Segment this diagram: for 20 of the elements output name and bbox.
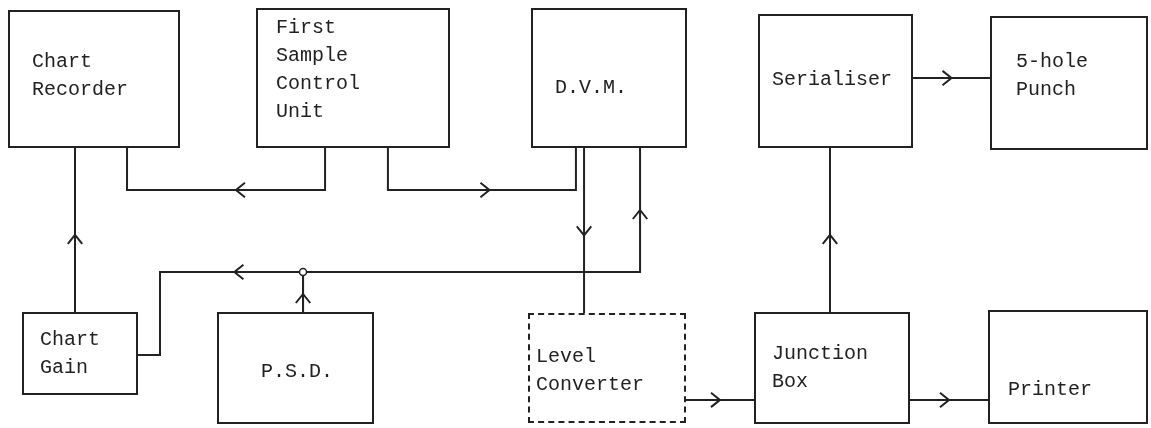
block-label: Serialiser bbox=[772, 67, 894, 93]
block-label: P.S.D. bbox=[261, 359, 334, 385]
block-label: Level Converter bbox=[536, 344, 646, 398]
block-box bbox=[754, 312, 910, 424]
block-box bbox=[8, 10, 180, 148]
block-box bbox=[988, 310, 1148, 424]
block-label: Chart Gain bbox=[40, 327, 101, 381]
block-box bbox=[531, 8, 687, 148]
block-box bbox=[217, 312, 374, 424]
block-label: D.V.M. bbox=[555, 75, 628, 101]
block-box bbox=[758, 14, 913, 148]
block-box bbox=[22, 312, 138, 395]
block-label: Printer bbox=[1008, 377, 1093, 403]
block-box bbox=[990, 16, 1148, 150]
block-label: 5-hole Punch bbox=[1016, 49, 1089, 103]
dashed-block-box bbox=[528, 313, 686, 423]
block-label: Chart Recorder bbox=[32, 49, 129, 103]
block-box bbox=[256, 8, 450, 148]
block-label: First Sample Control Unit bbox=[276, 15, 361, 125]
block-label: Junction Box bbox=[772, 341, 869, 395]
